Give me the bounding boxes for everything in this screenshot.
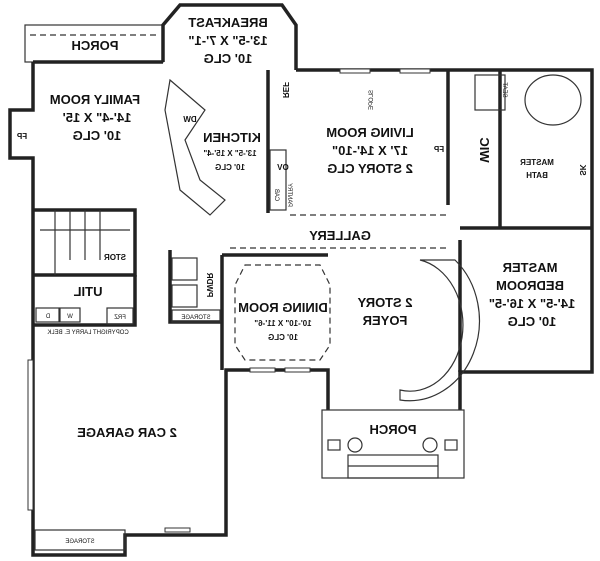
living-room-ceiling: 2 STORY CLG xyxy=(327,161,413,176)
utility-label: UTIL xyxy=(74,284,103,299)
master-bath-label-2: BATH xyxy=(526,171,548,180)
walk-in-closet-label: WIC xyxy=(477,137,492,163)
living-fireplace-label: FP xyxy=(433,145,444,154)
family-room-ceiling: 10' CLG xyxy=(73,128,122,143)
dishwasher-label: DW xyxy=(183,115,197,124)
master-bedroom-label: MASTER xyxy=(502,260,558,275)
powder-room-label: PWDR xyxy=(205,273,214,298)
foyer-label-2: FOYER xyxy=(362,313,407,328)
dryer-label: D xyxy=(45,314,50,320)
cabinet-label: CAB xyxy=(273,189,279,201)
kitchen-size: 13'-5" X 15'-4" xyxy=(203,149,256,158)
master-bath-label: MASTER xyxy=(520,158,554,167)
gallery-label: GALLERY xyxy=(309,228,371,243)
slope-label: SLOPE xyxy=(369,90,375,110)
breakfast-label: BREAKFAST xyxy=(188,15,268,30)
seat-label: SEAT xyxy=(501,82,507,98)
family-fireplace-label: FP xyxy=(16,132,27,141)
room-labels: PORCH BREAKFAST 13'-5" X 7'-1" 10' CLG F… xyxy=(16,15,587,545)
oven-label: OV xyxy=(277,163,289,172)
storage-closet-label: STOR xyxy=(104,253,126,262)
family-room-label: FAMILY ROOM xyxy=(50,92,140,107)
storage-mid-label: STORAGE xyxy=(181,315,210,321)
breakfast-size: 13'-5" X 7'-1" xyxy=(188,33,267,48)
living-room-label: LIVING ROOM xyxy=(326,125,413,140)
breakfast-ceiling: 10' CLG xyxy=(204,51,253,66)
kitchen-ceiling: 10' CLG xyxy=(215,163,245,172)
porch-rear-label: PORCH xyxy=(72,38,119,53)
garage-label: 2 CAR GARAGE xyxy=(77,425,177,440)
washer-label: W xyxy=(67,314,73,320)
sink-label: SK xyxy=(578,164,587,175)
master-bedroom-ceiling: 10' CLG xyxy=(508,314,557,329)
dining-room-size: 10'-10" X 11'-6" xyxy=(254,319,311,328)
foyer-label: 2 STORY xyxy=(357,295,412,310)
storage-garage-label: STORAGE xyxy=(65,539,94,545)
master-bedroom-label-2: BEDROOM xyxy=(496,278,564,293)
freezer-label: FRZ xyxy=(114,315,126,321)
porch-front-label: PORCH xyxy=(370,422,417,437)
pantry-label: PANTRY xyxy=(286,183,292,207)
walls xyxy=(8,3,594,557)
dining-room-label: DINING ROOM xyxy=(238,300,328,315)
copyright-text: COPYRIGHT LARRY E. BELK xyxy=(47,330,128,336)
family-room-size: 14'-4" X 15' xyxy=(63,110,132,125)
dining-room-ceiling: 10' CLG xyxy=(268,333,298,342)
kitchen-label: KITCHEN xyxy=(203,130,261,145)
front-porch-outline xyxy=(321,409,465,479)
master-bedroom-size: 14'-5" X 16'-5" xyxy=(489,296,575,311)
refrigerator-label: REF xyxy=(281,82,290,98)
living-room-size: 17' X 14'-10" xyxy=(332,143,408,158)
